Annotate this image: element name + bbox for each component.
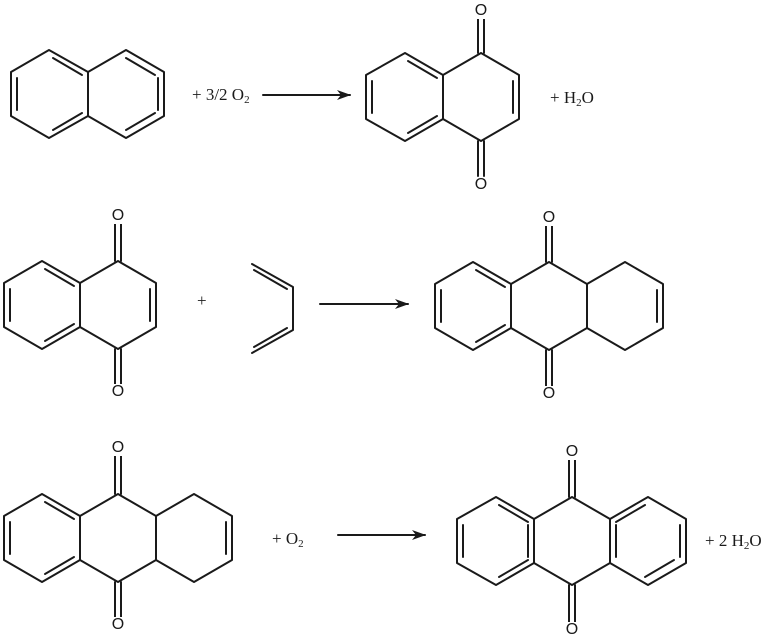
oxygen-atom-label: O bbox=[110, 616, 126, 633]
oxygen-atom-label: O bbox=[110, 383, 126, 400]
tetrahydroanthraquinone-reactant-structure bbox=[3, 455, 233, 618]
plus-sign-label: + bbox=[197, 291, 207, 310]
butadiene-structure bbox=[251, 263, 294, 354]
byproduct-water-label-3: + 2 H2O bbox=[705, 531, 762, 552]
naphthoquinone-product-structure bbox=[365, 17, 520, 177]
naphthoquinone-reactant-structure bbox=[3, 223, 157, 385]
oxygen-atom-label: O bbox=[473, 2, 489, 19]
tetrahydroanthraquinone-product-structure bbox=[434, 225, 664, 387]
naphthalene-structure bbox=[10, 49, 165, 139]
oxygen-atom-label: O bbox=[110, 439, 126, 456]
oxygen-atom-label: O bbox=[110, 207, 126, 224]
oxygen-atom-label: O bbox=[541, 209, 557, 226]
anthraquinone-product-structure bbox=[456, 459, 687, 623]
byproduct-water-label-1: + H2O bbox=[550, 88, 594, 109]
reagent-o2-label-3: + O2 bbox=[272, 529, 304, 550]
oxygen-atom-label: O bbox=[564, 621, 580, 638]
oxygen-atom-label: O bbox=[473, 176, 489, 193]
oxygen-atom-label: O bbox=[541, 385, 557, 402]
reagent-o2-label-1: + 3/2 O2 bbox=[192, 85, 250, 106]
oxygen-atom-label: O bbox=[564, 443, 580, 460]
